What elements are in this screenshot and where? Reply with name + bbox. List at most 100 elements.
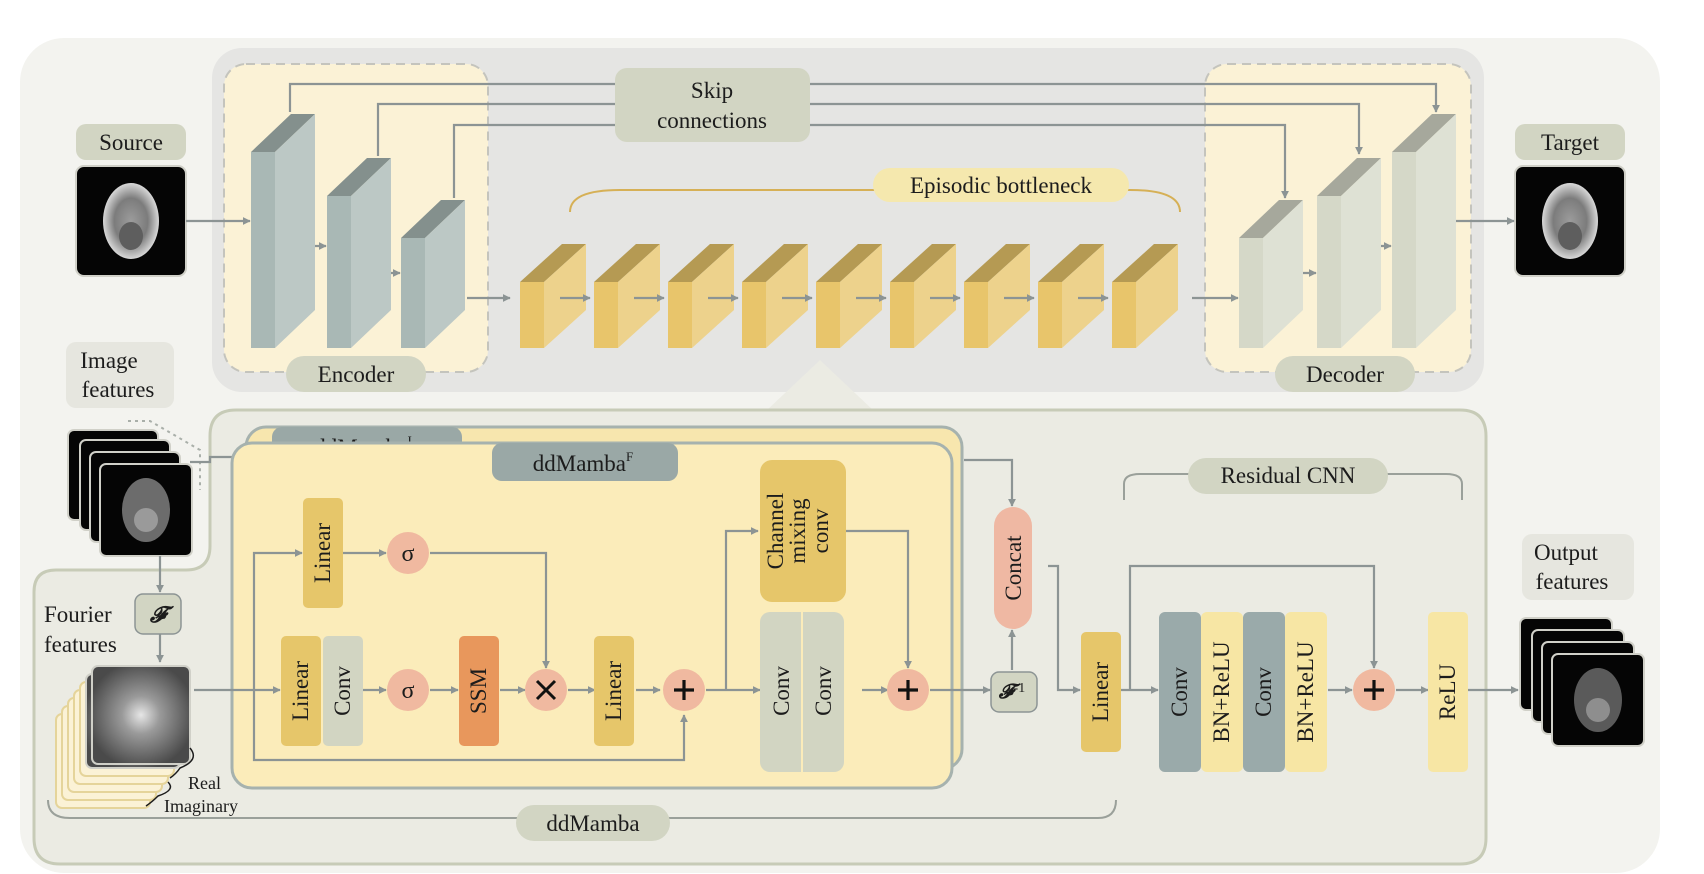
image-features-label-2: features <box>82 377 155 402</box>
fourier-features-label-2: features <box>44 632 117 657</box>
concat-block <box>994 507 1032 629</box>
bn-relu-label-1: BN+ReLU <box>1209 641 1234 743</box>
relu-label: ReLU <box>1435 664 1460 721</box>
bottleneck-block-2 <box>594 244 660 348</box>
bottleneck-block-1 <box>520 244 586 348</box>
target-image <box>1514 165 1626 277</box>
target-label: Target <box>1541 130 1600 155</box>
bottleneck-block-5 <box>816 244 882 348</box>
zoom-pointer <box>765 360 875 412</box>
decoder-tag <box>1275 356 1415 392</box>
res-conv-label-2: Conv <box>1251 667 1276 717</box>
linear-block-out <box>594 636 634 746</box>
conv-label-in: Conv <box>330 666 355 716</box>
output-features-label-2: features <box>1536 569 1609 594</box>
episodic-bottleneck-tag <box>873 168 1129 202</box>
sigma-op-gate <box>387 532 429 574</box>
sigma-op-main <box>387 669 429 711</box>
skip-line-3 <box>452 123 1289 199</box>
linear-block-post <box>1081 632 1121 752</box>
output-features-stack <box>1519 617 1645 747</box>
imaginary-label: Imaginary <box>164 796 238 816</box>
encoder-block-2 <box>327 158 391 348</box>
target-tag <box>1515 124 1625 160</box>
source-tag <box>76 124 186 160</box>
conv-block-in <box>323 636 363 746</box>
ddmamba-label: ddMamba <box>546 811 639 836</box>
encoder-block-3 <box>401 200 465 348</box>
decoder-label: Decoder <box>1306 362 1384 387</box>
bottleneck-block-3 <box>668 244 734 348</box>
image-features-stack <box>67 429 193 557</box>
imaginary-brace <box>145 781 172 807</box>
encoder-block-1 <box>251 114 315 348</box>
skip-connection-lines <box>288 82 1440 199</box>
bn-relu-label-2: BN+ReLU <box>1293 641 1318 743</box>
sigma-label-main: σ <box>402 678 415 704</box>
skip-line-2 <box>376 102 1363 156</box>
bottleneck-block-9 <box>1112 244 1178 348</box>
encoder-label: Encoder <box>318 362 395 387</box>
linear-block-in <box>281 636 321 746</box>
decoder-block-3 <box>1392 114 1456 348</box>
image-features-label-1: Image <box>80 348 137 373</box>
episodic-bottleneck-label: Episodic bottleneck <box>910 173 1093 198</box>
fourier-features-label-1: Fourier <box>44 602 112 627</box>
image-features-dots <box>128 420 201 490</box>
fft-box <box>134 593 182 635</box>
bn-relu-block-1 <box>1201 612 1243 772</box>
source-image <box>75 165 187 277</box>
network-blocks <box>251 114 1456 348</box>
add-icon-2 <box>898 680 918 700</box>
add-icon-1 <box>674 680 694 700</box>
relu-block <box>1428 612 1468 772</box>
linear-label-in: Linear <box>288 661 313 721</box>
ddmamba-f-label: ddMambaF <box>533 449 634 476</box>
bottleneck-block-7 <box>964 244 1030 348</box>
channel-mixing-label-1: Channel <box>763 493 788 570</box>
linear-label-gate: Linear <box>310 523 335 583</box>
linear-block-gate <box>303 498 343 608</box>
res-conv-block-2 <box>1243 612 1285 772</box>
inverse-fft-box <box>990 671 1038 713</box>
ssm-label: SSM <box>466 668 491 714</box>
bottleneck-block-8 <box>1038 244 1104 348</box>
skip-connections-tag <box>615 68 810 142</box>
residual-cnn-tag <box>1188 458 1388 494</box>
channel-mixing-label-2: mixing <box>785 498 810 564</box>
res-conv-label-1: Conv <box>1167 667 1192 717</box>
encoder-tag <box>286 356 426 392</box>
decoder-block-2 <box>1317 158 1381 348</box>
add-icon-3 <box>1364 680 1384 700</box>
real-label: Real <box>188 773 221 793</box>
image-features-tag <box>66 342 174 408</box>
channel-mixing-label-3: conv <box>808 508 833 553</box>
fourier-features-stack <box>55 665 191 809</box>
source-label: Source <box>99 130 163 155</box>
res-conv-block-1 <box>1159 612 1201 772</box>
bottleneck-block-6 <box>890 244 956 348</box>
conv-label-a: Conv <box>769 666 794 716</box>
skip-line-1 <box>288 82 1440 113</box>
linear-label-out: Linear <box>601 661 626 721</box>
multiply-icon <box>535 679 557 701</box>
concat-label: Concat <box>1001 535 1026 601</box>
skip-connections-label-1: Skip <box>691 78 733 103</box>
skip-connections-label-2: connections <box>657 108 767 133</box>
decoder-block-1 <box>1239 200 1303 348</box>
real-brace <box>169 747 195 779</box>
ddmamba-flow-lines <box>194 458 1519 762</box>
output-features-tag <box>1522 534 1634 600</box>
bn-relu-block-2 <box>1285 612 1327 772</box>
conv-label-b: Conv <box>811 666 836 716</box>
sigma-label-gate: σ <box>402 541 415 567</box>
output-features-label-1: Output <box>1534 540 1599 565</box>
image-features-to-ddmamba-i <box>190 453 247 464</box>
residual-cnn-label: Residual CNN <box>1221 463 1356 488</box>
ddmamba-f-tag <box>492 443 678 481</box>
ssm-block <box>459 636 499 746</box>
bottleneck-block-4 <box>742 244 808 348</box>
ddmamba-tag <box>516 805 670 841</box>
channel-mixing-conv-block <box>760 460 846 602</box>
